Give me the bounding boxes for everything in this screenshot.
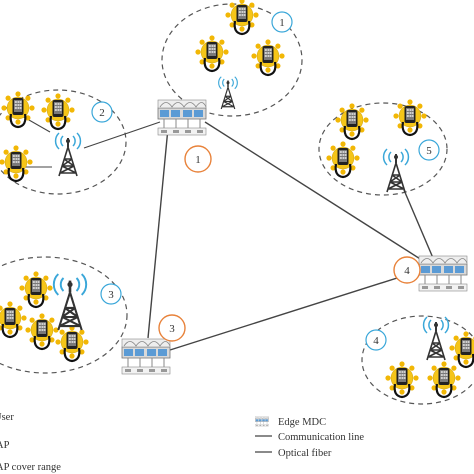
legend-edge-mdc: Edge MDC	[278, 417, 326, 428]
access-points	[52, 76, 450, 361]
user-icon	[384, 360, 420, 399]
ap-icon	[422, 316, 450, 361]
legend: User AP AP cover range Edge MDC Communic…	[0, 412, 364, 473]
link-ap5-mdc4	[403, 189, 434, 259]
user-icon	[0, 90, 36, 129]
legend-edge-mdc-icon	[255, 416, 269, 427]
ap-label-5: 5	[426, 145, 432, 157]
mdc-badges	[158, 145, 421, 342]
legend-ap-cover-range: AP cover range	[0, 462, 61, 473]
user-icon	[0, 144, 34, 183]
user-icon	[0, 300, 28, 339]
ap-icon	[54, 132, 82, 177]
user-icon	[40, 92, 76, 131]
link-mdc1-mdc3	[147, 127, 169, 339]
cover-range-5	[318, 102, 448, 196]
user-icon	[325, 140, 361, 179]
user-icon	[448, 330, 474, 369]
user-icon	[194, 34, 230, 73]
ap-icon	[52, 272, 88, 332]
link-mdc1-mdc4	[204, 121, 426, 263]
ap-icon	[217, 76, 239, 110]
ap-badges	[91, 11, 440, 351]
legend-ap: AP	[0, 440, 10, 451]
user-icon	[392, 98, 428, 137]
legend-communication-line: Communication line	[278, 432, 364, 443]
mdc-label-1: 1	[195, 154, 201, 166]
communication-lines	[21, 115, 161, 168]
link-mdc3-mdc4	[169, 271, 417, 351]
ap-label-2: 2	[99, 107, 105, 119]
cover-range-3	[0, 256, 128, 374]
edge-mdc-icon	[121, 338, 171, 375]
cover-range-2	[0, 89, 127, 195]
ap-label-3: 3	[108, 289, 114, 301]
edge-mdc-icon	[157, 99, 207, 136]
ap-icon	[382, 148, 410, 193]
cover-range-4	[361, 315, 474, 405]
legend-optical-fiber: Optical fiber	[278, 448, 332, 459]
user-icon	[54, 324, 90, 363]
ap-label-4: 4	[373, 335, 379, 347]
mdc-label-3: 3	[169, 323, 175, 335]
mdc-label-4: 4	[404, 265, 410, 277]
user-icon	[250, 38, 286, 77]
user-icon	[24, 312, 60, 351]
ap-label-1: 1	[279, 17, 285, 29]
users	[0, 0, 474, 399]
user-icon	[18, 270, 54, 309]
mdc-links	[147, 121, 434, 351]
edge-mdc-icon	[418, 255, 468, 292]
legend-user: User	[0, 412, 14, 423]
user-icon	[426, 360, 462, 399]
user-icon	[224, 0, 260, 36]
